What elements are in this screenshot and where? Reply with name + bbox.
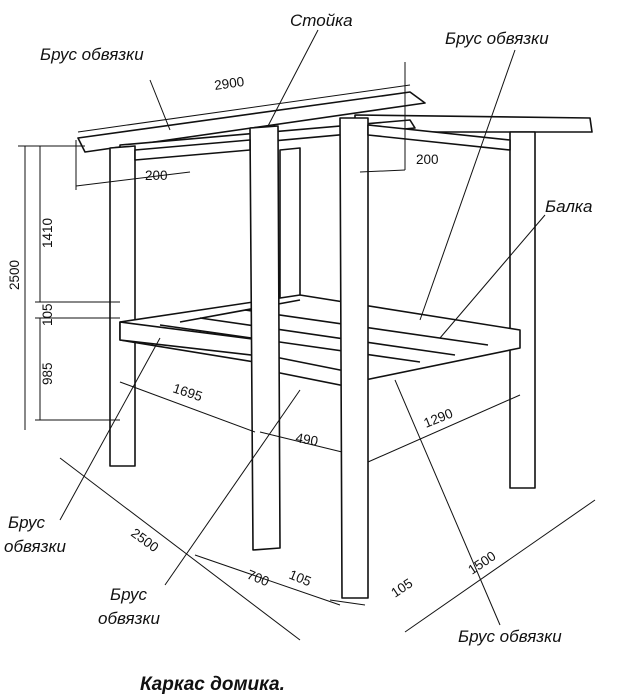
dim-2900: 2900 <box>213 74 245 93</box>
upper-rail-left <box>134 139 251 161</box>
label-brus-bottom-line1: Брус <box>110 585 147 604</box>
dim-200-left: 200 <box>145 168 168 183</box>
diagram-caption: Каркас домика. <box>140 674 285 695</box>
label-brus-bottom-line2: обвязки <box>98 609 161 628</box>
dim-490: 490 <box>294 430 319 449</box>
dim-1410: 1410 <box>40 218 55 248</box>
label-brus-bottom-right: Брус обвязки <box>458 627 562 646</box>
dim-200-right: 200 <box>416 152 439 167</box>
dim-1695: 1695 <box>171 381 204 405</box>
dim-2500-base: 2500 <box>128 525 161 555</box>
label-brus-top-right: Брус обвязки <box>445 29 549 48</box>
post-front-middle <box>249 125 281 551</box>
dim-985: 985 <box>40 362 55 385</box>
dim-105-vertical: 105 <box>40 303 55 326</box>
post-right-back <box>509 131 536 489</box>
dim-700: 700 <box>245 567 272 589</box>
dim-2500-vertical: 2500 <box>7 260 22 290</box>
label-brus-left-line2: обвязки <box>4 537 67 556</box>
post-left-front <box>109 145 136 467</box>
post-front-right <box>339 117 369 599</box>
dim-105-b: 105 <box>388 575 415 600</box>
top-beam-left <box>77 91 426 153</box>
label-balka: Балка <box>545 197 592 216</box>
label-brus-left-line1: Брус <box>8 513 45 532</box>
label-brus-top-left: Брус обвязки <box>40 45 144 64</box>
upper-rail-right <box>367 124 511 151</box>
dim-1500: 1500 <box>465 548 498 577</box>
dim-105-a: 105 <box>287 567 314 589</box>
label-stoyka: Стойка <box>290 11 353 30</box>
dim-1290: 1290 <box>422 406 455 431</box>
